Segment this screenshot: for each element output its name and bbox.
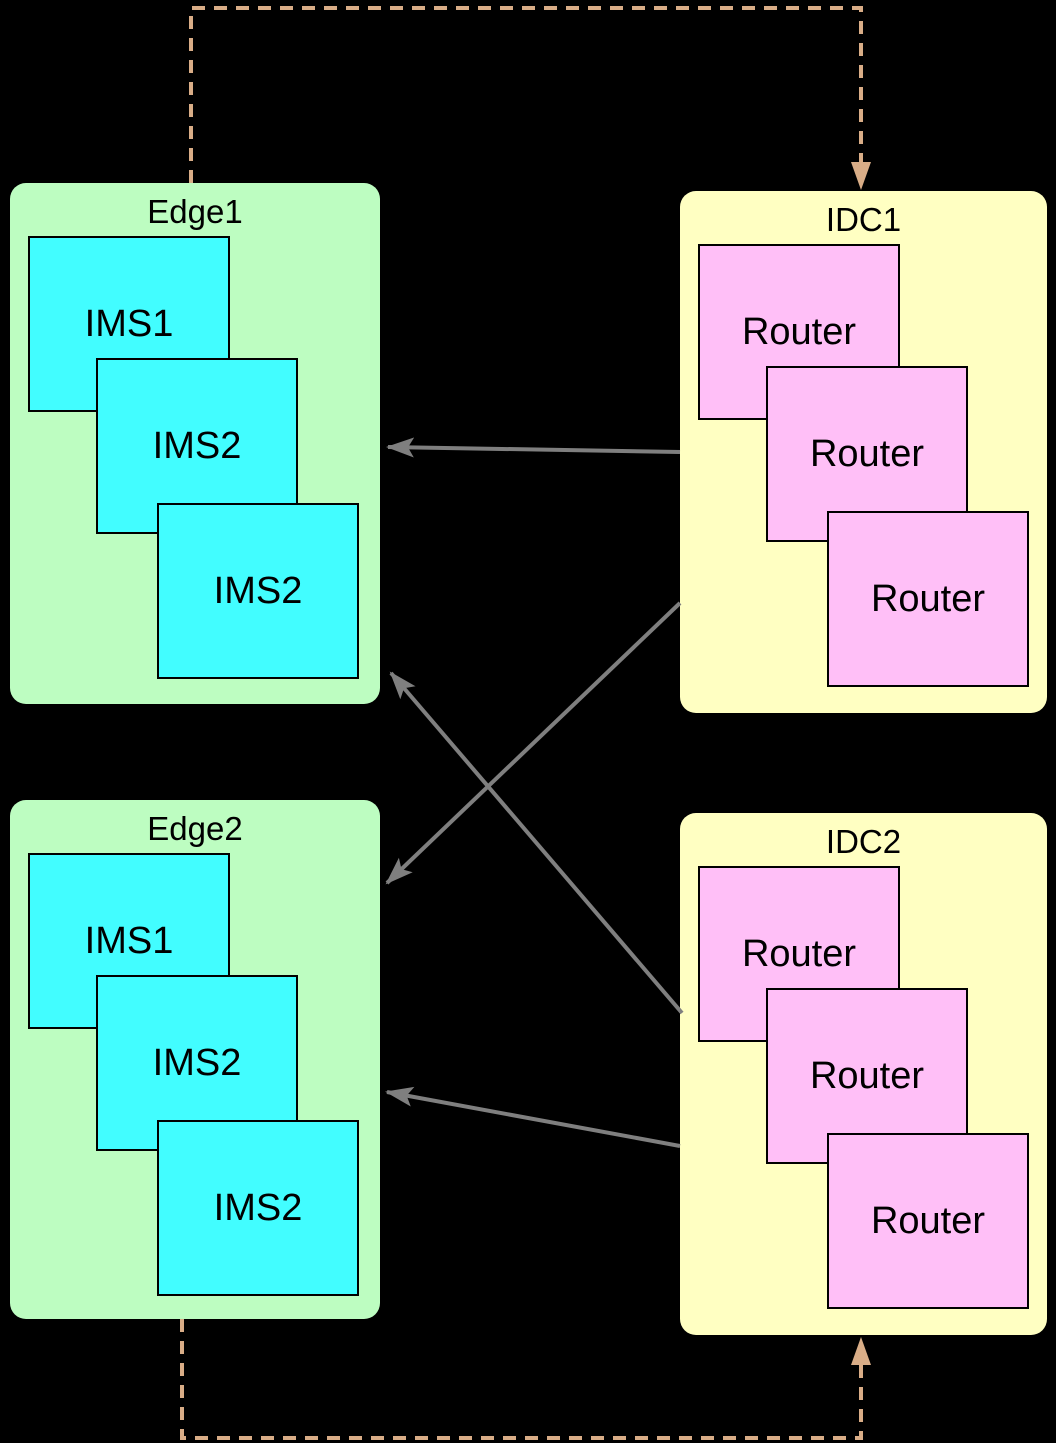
arrow-idc2-to-edge2 xyxy=(385,1086,681,1148)
arrow-idc2-to-edge1 xyxy=(389,671,684,1015)
node-edge1-ims2b: IMS2 xyxy=(157,503,359,679)
container-edge2-title: Edge2 xyxy=(147,810,243,847)
container-edge2: Edge2 IMS1 IMS2 IMS2 xyxy=(10,800,380,1319)
dashed-arrowhead-idc2 xyxy=(851,1337,871,1365)
container-idc2: IDC2 Router Router Router xyxy=(680,813,1047,1335)
dashed-arrowhead-idc1 xyxy=(851,162,871,190)
dashed-path-edge1-to-idc1 xyxy=(189,6,863,183)
container-edge1: Edge1 IMS1 IMS2 IMS2 xyxy=(10,183,380,704)
node-edge2-ims2b: IMS2 xyxy=(157,1120,359,1296)
container-idc1-title: IDC1 xyxy=(825,201,902,238)
arrow-idc1-to-edge1 xyxy=(386,437,681,458)
dashed-path-edge2-to-idc2 xyxy=(180,1319,863,1440)
node-idc1-router3: Router xyxy=(827,511,1029,687)
container-idc1: IDC1 Router Router Router xyxy=(680,191,1047,713)
container-edge1-title: Edge1 xyxy=(147,193,243,230)
node-idc2-router3: Router xyxy=(827,1133,1029,1309)
container-idc2-title: IDC2 xyxy=(825,823,902,860)
arrow-idc1-to-edge2 xyxy=(385,601,682,885)
